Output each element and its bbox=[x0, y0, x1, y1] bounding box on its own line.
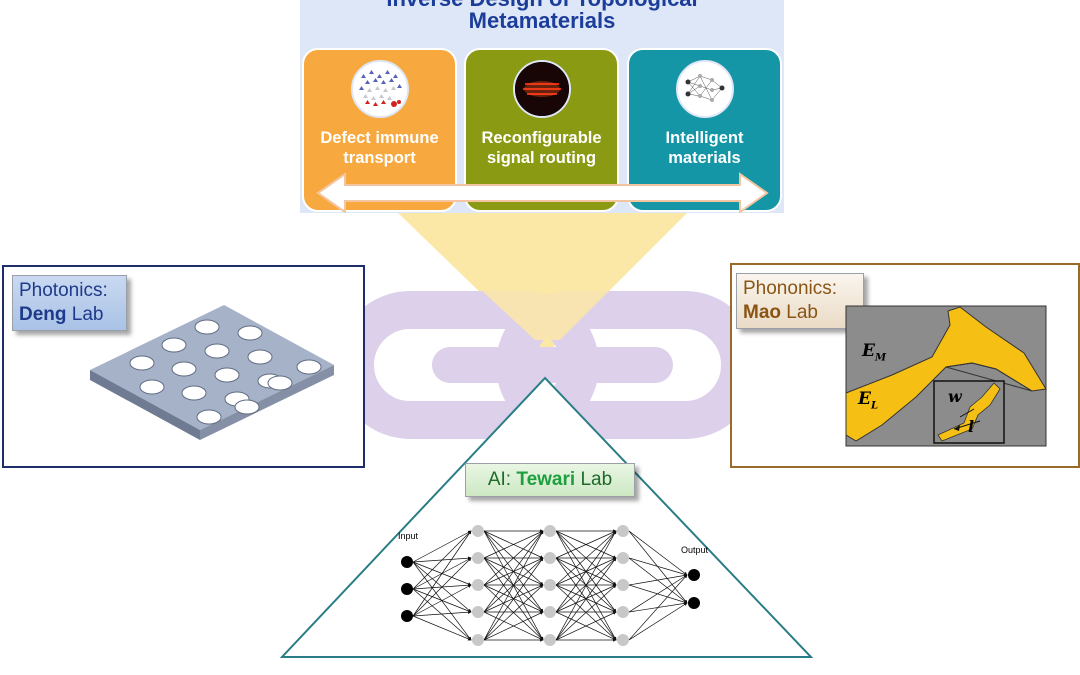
output-node bbox=[688, 597, 700, 609]
input-node bbox=[401, 610, 413, 622]
network-input-label: Input bbox=[398, 531, 419, 541]
inset-l-label: l bbox=[968, 417, 975, 436]
neural-network-icon bbox=[675, 60, 734, 118]
input-node bbox=[401, 583, 413, 595]
inset-w-label: w bbox=[948, 387, 962, 406]
signal-routing-icon bbox=[512, 60, 571, 118]
hidden-node bbox=[472, 606, 484, 618]
network-edge bbox=[555, 611, 617, 641]
photonics-lab-box: Photonics: Deng Lab bbox=[2, 265, 365, 468]
network-edge bbox=[412, 610, 472, 617]
phononics-field-label: Phononics: bbox=[743, 278, 838, 299]
input-node bbox=[401, 556, 413, 568]
network-edge bbox=[628, 573, 688, 586]
photonic-crystal-slab-icon bbox=[90, 305, 334, 440]
network-edge bbox=[483, 530, 544, 613]
network-edge bbox=[555, 584, 617, 641]
lattice-transport-icon bbox=[350, 60, 409, 118]
network-edge bbox=[483, 611, 544, 641]
network-edge bbox=[628, 574, 688, 613]
hidden-node bbox=[472, 552, 484, 564]
photonics-lab-badge: Photonics: Deng Lab bbox=[12, 275, 127, 331]
region-lower-label: EL bbox=[858, 389, 878, 412]
hidden-node bbox=[544, 525, 556, 537]
hidden-node bbox=[617, 634, 629, 646]
network-edge bbox=[628, 584, 688, 604]
network-edge bbox=[412, 530, 472, 590]
network-edge bbox=[483, 530, 544, 586]
title-line-2: Metamaterials bbox=[468, 8, 616, 33]
hidden-node bbox=[472, 579, 484, 591]
phononics-lab-name: Mao Lab bbox=[743, 302, 818, 323]
network-edge bbox=[628, 557, 688, 576]
phononic-network-figure bbox=[845, 305, 1047, 447]
hidden-node bbox=[472, 634, 484, 646]
network-edge bbox=[412, 557, 472, 617]
network-output-label: Output bbox=[681, 545, 709, 555]
network-edge bbox=[412, 588, 472, 641]
title-panel: Inverse Design of Topological Metamateri… bbox=[300, 0, 784, 213]
network-edge bbox=[412, 584, 472, 617]
region-upper-label: EM bbox=[862, 341, 887, 364]
ai-lab-badge: AI: Tewari Lab bbox=[465, 463, 635, 497]
hidden-node bbox=[617, 525, 629, 537]
double-arrow-icon bbox=[316, 172, 769, 213]
network-edge bbox=[628, 574, 688, 641]
photonics-field-label: Photonics: bbox=[19, 280, 108, 301]
network-edge bbox=[555, 530, 617, 613]
title-line-1: Inverse Design of Topological bbox=[300, 0, 784, 12]
network-edge bbox=[412, 530, 472, 617]
network-edge bbox=[483, 557, 544, 641]
network-edge bbox=[412, 561, 472, 641]
phononics-lab-box: Phononics: Mao Lab EM EL w l bbox=[730, 263, 1080, 468]
network-edge bbox=[555, 530, 617, 559]
hidden-node bbox=[544, 606, 556, 618]
network-edge bbox=[555, 530, 617, 641]
hidden-node bbox=[544, 579, 556, 591]
hidden-node bbox=[472, 525, 484, 537]
network-edge bbox=[412, 615, 472, 641]
photonics-lab-name: Deng Lab bbox=[19, 304, 104, 325]
hidden-node bbox=[617, 606, 629, 618]
phononics-lab-badge: Phononics: Mao Lab bbox=[736, 273, 864, 329]
hidden-node bbox=[544, 552, 556, 564]
network-edge bbox=[628, 530, 688, 576]
network-edge bbox=[555, 557, 617, 641]
network-edge bbox=[483, 584, 544, 641]
hidden-node bbox=[617, 552, 629, 564]
output-node bbox=[688, 569, 700, 581]
network-edge bbox=[628, 530, 688, 604]
network-edge bbox=[555, 530, 617, 586]
hidden-node bbox=[544, 634, 556, 646]
network-edge bbox=[483, 530, 544, 641]
network-edge bbox=[412, 530, 472, 563]
network-edge bbox=[628, 602, 688, 641]
network-edge bbox=[628, 557, 688, 604]
network-edge bbox=[483, 530, 544, 559]
hidden-node bbox=[617, 579, 629, 591]
